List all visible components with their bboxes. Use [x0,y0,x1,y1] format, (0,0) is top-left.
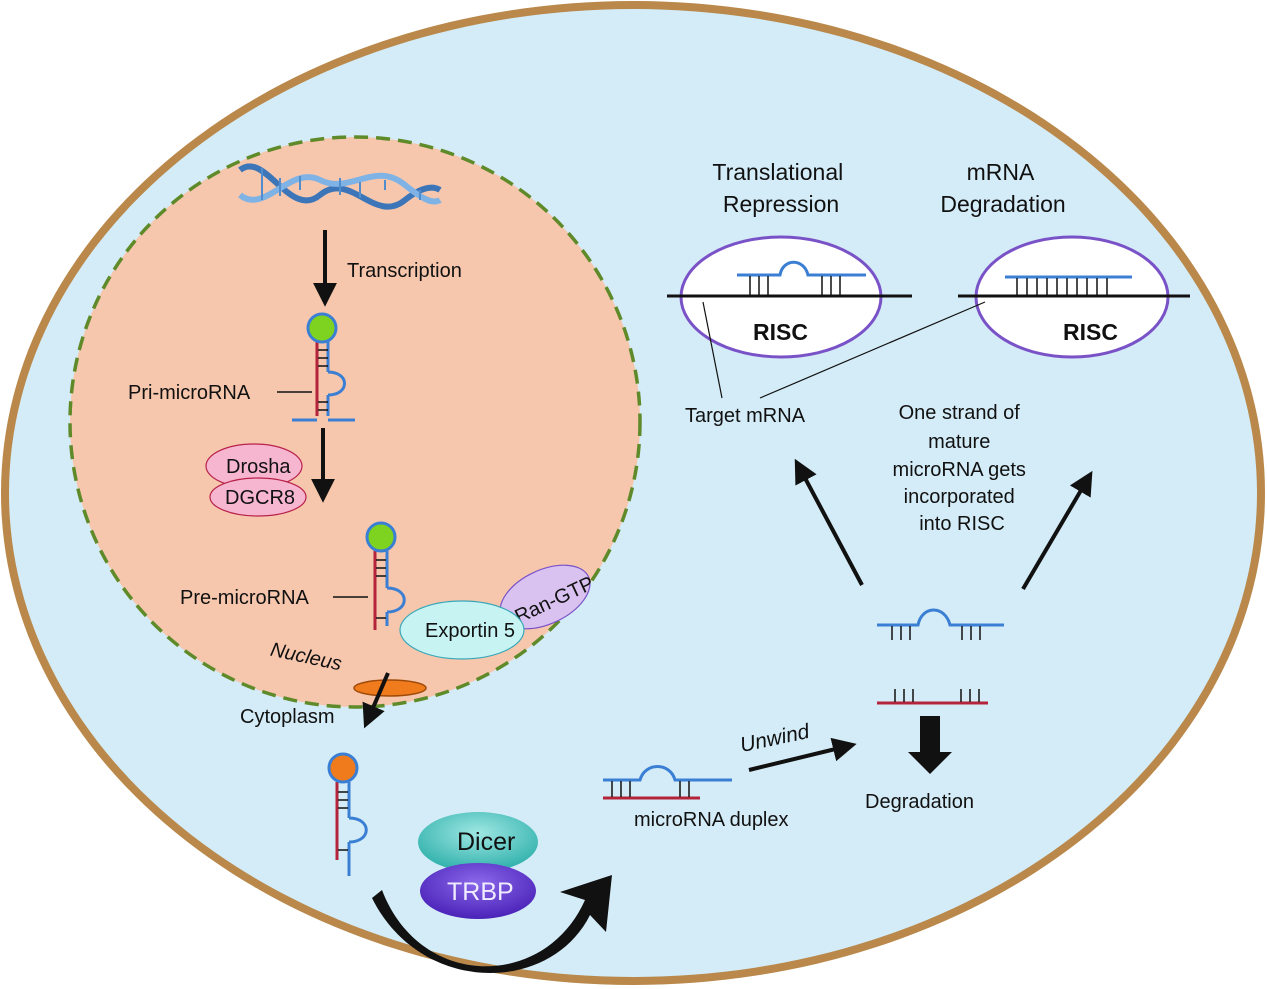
target-mrna-leader-left [702,301,723,399]
microrna-duplex [603,765,732,800]
arrow-to-translational-repression [794,458,864,586]
dgcr8-protein [209,477,307,517]
export-arrow [362,672,390,729]
risc-right-label: RISC [1063,319,1118,345]
cytoplasmic-pre-microrna [327,752,368,876]
trbp-protein [420,863,536,919]
one-strand-text: One strand of mature microRNA gets incor… [893,402,1032,535]
target-mrna-label: Target mRNA [685,405,806,427]
exportin5-protein [399,600,525,660]
cytoplasm-label: Cytoplasm [240,706,334,728]
risc-left-label: RISC [753,319,808,345]
nucleus [68,135,642,709]
dgcr8-label: DGCR8 [225,487,295,509]
mirna-bound-left [737,260,866,295]
mrna-degradation-heading: mRNA Degradation [940,159,1065,217]
mirna-bound-right [1005,275,1132,295]
target-mrna-leader-right [759,301,986,399]
trbp-label: TRBP [447,878,514,906]
pre-microrna-hairpin [365,521,406,630]
degradation-label: Degradation [865,791,974,813]
nuclear-pore [353,679,427,697]
translational-repression-heading: Translational Repression [712,159,849,217]
dicer-protein [418,812,538,872]
exportin5-label: Exportin 5 [425,620,515,642]
passenger-strand [877,689,988,705]
dicer-label: Dicer [457,828,515,856]
pri-microrna-label: Pri-microRNA [128,382,251,404]
mature-microrna-strand [877,608,1004,640]
drosha-label: Drosha [226,456,291,478]
pre-microrna-label: Pre-microRNA [180,587,310,609]
arrow-to-mrna-degradation [1021,470,1093,591]
dicer-cleavage-arrow [372,875,612,974]
microrna-duplex-label: microRNA duplex [634,809,789,831]
unwind-arrow [748,737,857,772]
pri-microrna-hairpin [292,312,355,422]
degradation-arrow [908,716,952,774]
dna-helix-icon [238,163,442,210]
transcription-label: Transcription [347,260,462,282]
